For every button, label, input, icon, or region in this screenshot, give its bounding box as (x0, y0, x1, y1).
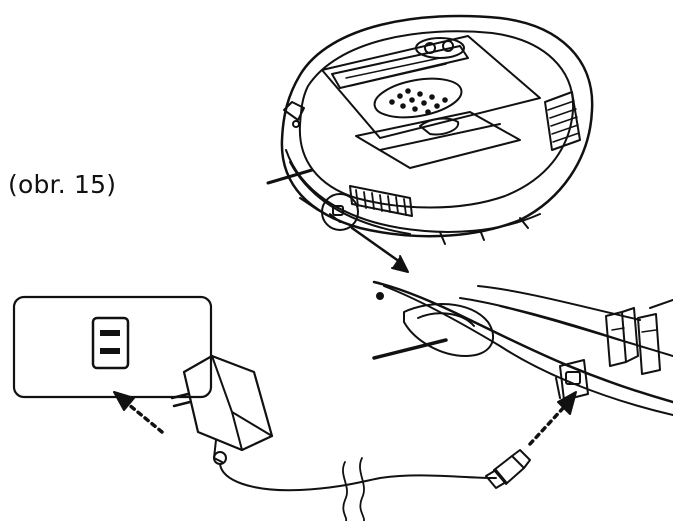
magnify-arrow (350, 226, 409, 273)
plug-in-arrow-outlet (113, 391, 164, 434)
magnified-socket-icon (372, 280, 673, 416)
robot-vacuum-icon (266, 14, 594, 245)
power-adapter-icon (170, 354, 274, 465)
figure-label: (obr. 15) (8, 170, 117, 199)
dc-plug-icon (485, 449, 531, 489)
plug-in-arrow-socket (528, 391, 577, 446)
power-cable (219, 457, 497, 521)
wall-outlet-icon (12, 295, 213, 399)
